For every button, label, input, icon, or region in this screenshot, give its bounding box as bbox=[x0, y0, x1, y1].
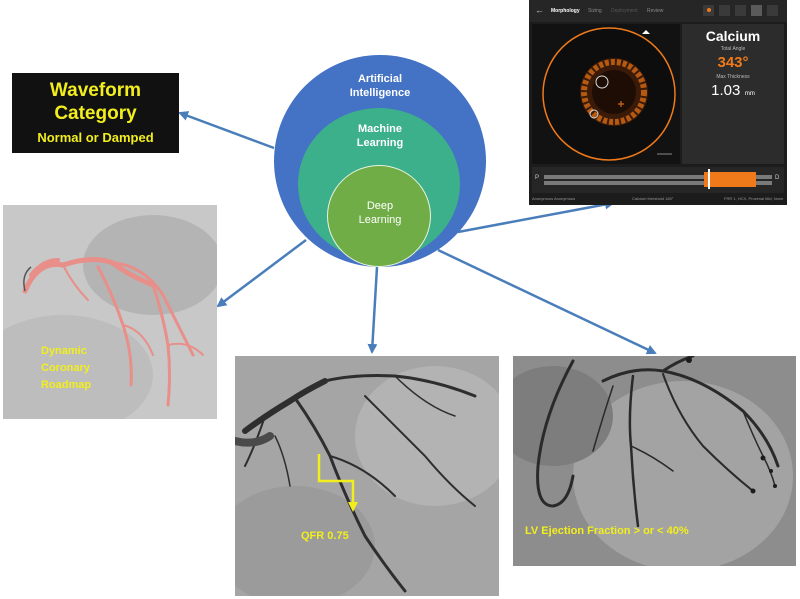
pullback-cursor[interactable] bbox=[708, 169, 710, 189]
dl-circle bbox=[327, 165, 431, 267]
max-thickness-unit: mm bbox=[744, 91, 755, 97]
waveform-title-line1: Waveform bbox=[49, 80, 142, 101]
qfr-vessel-image bbox=[235, 356, 499, 596]
arrow-to-qfr bbox=[367, 266, 379, 354]
max-thickness-label: Max Thickness bbox=[716, 74, 750, 80]
oct-cross-section-image bbox=[542, 27, 676, 161]
dl-label: Deep Learning bbox=[330, 199, 430, 227]
tab-review[interactable]: Review bbox=[647, 8, 664, 14]
waveform-category-box: Waveform Category Normal or Damped bbox=[12, 73, 179, 153]
pullback-track-lower[interactable] bbox=[544, 181, 772, 185]
layout-icon[interactable] bbox=[751, 5, 762, 16]
copy-icon[interactable] bbox=[719, 5, 730, 16]
total-angle-label: Total Angle bbox=[720, 46, 746, 52]
roadmap-angiogram-panel: Dynamic Coronary Roadmap bbox=[3, 205, 217, 419]
roadmap-vessel-image bbox=[3, 205, 217, 419]
target-icon[interactable] bbox=[735, 5, 746, 16]
eye-indicator bbox=[707, 8, 711, 12]
total-angle-value: 343° bbox=[717, 54, 749, 71]
tab-deployment[interactable]: Deployment bbox=[611, 8, 638, 14]
ai-label-line2: Intelligence bbox=[349, 87, 411, 99]
roadmap-label-line3: Roadmap bbox=[41, 379, 92, 391]
dl-label-line1: Deep bbox=[366, 200, 394, 212]
lvef-label: LV Ejection Fraction > or < 40% bbox=[525, 525, 689, 537]
roadmap-label-line1: Dynamic bbox=[41, 345, 87, 357]
max-thickness-value: 1.03 bbox=[711, 82, 741, 99]
ml-label: Machine Learning bbox=[330, 122, 430, 150]
waveform-title-line2: Category bbox=[54, 103, 137, 124]
patient-name: Anonymous Anonymous bbox=[532, 196, 576, 201]
dl-label-line2: Learning bbox=[358, 214, 402, 226]
calcium-segment-highlight bbox=[704, 172, 756, 187]
back-arrow-icon[interactable]: ← bbox=[535, 5, 544, 15]
calcium-results-panel: Calcium Total Angle 343° Max Thickness 1… bbox=[682, 24, 784, 164]
pullback-track-upper[interactable] bbox=[544, 175, 772, 179]
ai-label-line1: Artificial bbox=[357, 73, 402, 85]
tab-sizing[interactable]: Sizing bbox=[588, 8, 602, 14]
max-thickness-readout: 1.03 mm bbox=[682, 82, 784, 100]
grid-icon[interactable] bbox=[767, 5, 778, 16]
arrow-to-roadmap bbox=[216, 239, 307, 308]
track-distal-label: D bbox=[775, 175, 780, 181]
calcium-heading: Calcium bbox=[705, 28, 761, 44]
lvef-angiogram-panel: LV Ejection Fraction > or < 40% bbox=[513, 356, 796, 566]
qfr-label: QFR 0.75 bbox=[301, 530, 349, 542]
arrow-to-oct bbox=[457, 199, 615, 234]
tab-morphology[interactable]: Morphology bbox=[551, 8, 580, 14]
pullback-track-panel: P D bbox=[532, 167, 784, 193]
track-proximal-label: P bbox=[535, 175, 540, 181]
arrow-to-waveform bbox=[178, 111, 275, 150]
oct-calcium-software: ← Morphology Sizing Deployment Review Ca… bbox=[529, 0, 787, 205]
ml-label-line2: Learning bbox=[356, 137, 404, 149]
oct-image-viewport bbox=[532, 24, 680, 164]
roadmap-label: Dynamic Coronary Roadmap bbox=[41, 343, 91, 394]
lvef-vessel-image bbox=[513, 356, 796, 566]
calcium-threshold: Calcium threshold 180° bbox=[632, 196, 674, 201]
roadmap-label-line2: Coronary bbox=[41, 362, 90, 374]
pullback-info: FRR 1, HCX, Proximal Mid, None bbox=[724, 196, 784, 201]
ai-label: Artificial Intelligence bbox=[330, 72, 430, 100]
waveform-subtitle: Normal or Damped bbox=[37, 130, 154, 145]
arrow-to-lvef bbox=[437, 248, 657, 355]
qfr-angiogram-panel: QFR 0.75 bbox=[235, 356, 499, 596]
ml-label-line1: Machine bbox=[357, 123, 402, 135]
